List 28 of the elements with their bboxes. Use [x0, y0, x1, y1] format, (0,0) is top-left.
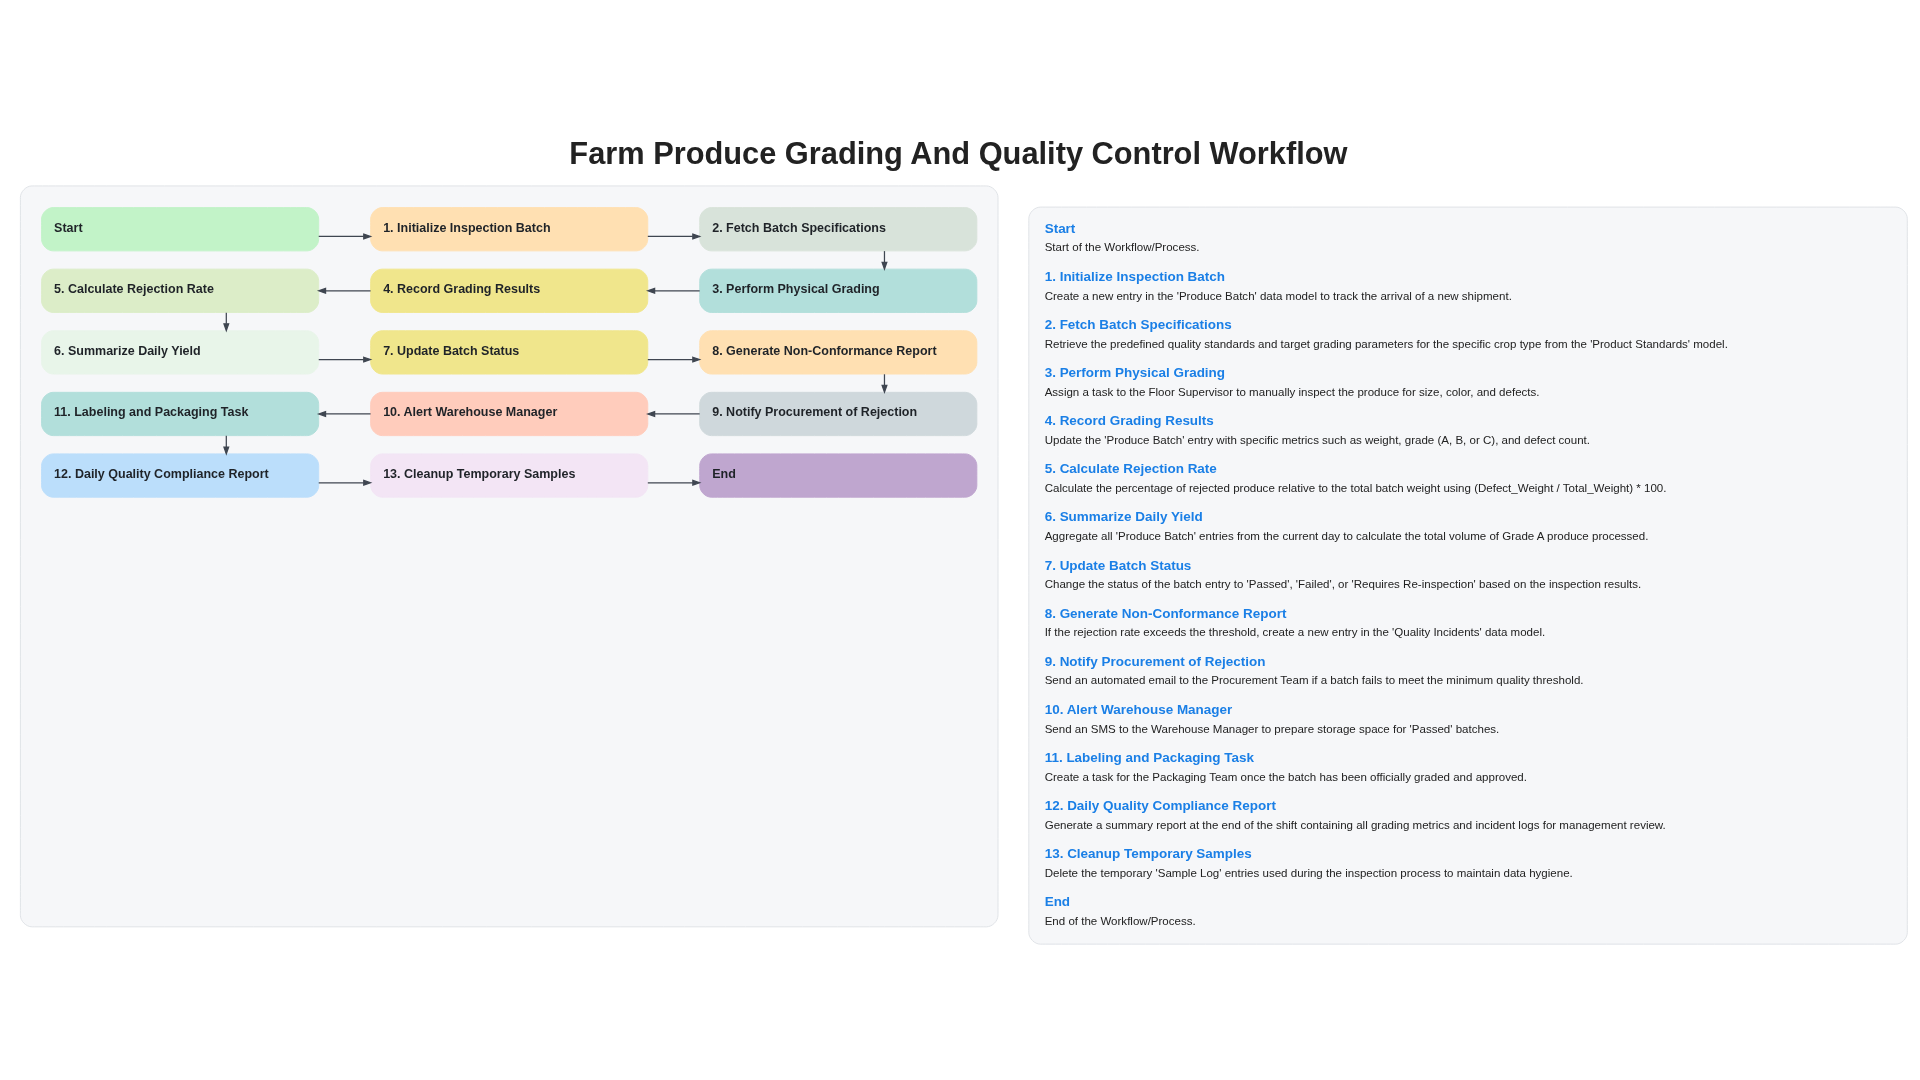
node-box: 9. Notify Procurement of Rejection — [699, 391, 978, 436]
arrow — [646, 410, 701, 417]
node-box: 3. Perform Physical Grading — [699, 268, 978, 313]
node-box: 12. Daily Quality Compliance Report — [41, 452, 320, 498]
cluster — [19, 184, 999, 927]
node-box: Start Start of the Workflow/Process. 1. Initialize Inspection Batch Create a new entry in the 'Produce Batch' data model to track the arrival of a new shipment. 2. Fetch Batch Specifications Retrieve the predefined quality standards and target grading parameters for the specific crop type from the 'Product Standards' model. 3. Perform Physical Grading Assign a task to the Floor Supervisor to manually inspect the produce for size, color, and defects. 4. Record Grading Results Update the 'Produce Batch' entry with specific metrics such as weight, grade (A, B, or C), and defect count. 5. Calculate Rejection Rate Calculate the percentage of rejected produce relative to the total batch weight using (Defect_Weight / Total_Weight) * 100. 6. Summarize Daily Yield Aggregate all 'Produce Batch' entries from the current day to calculate the total volume of Grade A produce processed. 7. Update Batch Status Change the status of the batch entry to 'Passed', 'Failed', or 'Requires Re-inspection' based on the inspection results. 8. Generate Non-Conformance Report If the rejection rate exceeds the threshold, create a new entry in the 'Quality Incidents' data model. 9. Notify Procurement of Rejection Send an automated email to the Procurement Team if a batch fails to meet the minimum quality threshold. 10. Alert Warehouse Manager Send an SMS to the Warehouse Manager to prepare storage space for 'Passed' batches. 11. Labeling and Packaging Task Create a task for the Packaging Team once the batch has been officially graded and approved. 12. Daily Quality Compliance Report Generate a summary report at the end of the shift containing all grading metrics and incident logs for management review. 13. Cleanup Temporary Samples Delete the temporary 'Sample Log' entries used during the inspection process to maintain data hygiene. End End of the Workflow/Process. — [1028, 206, 1908, 945]
arrow — [316, 410, 372, 417]
node-box: Start — [41, 206, 320, 251]
node-box: 11. Labeling and Packaging Task — [41, 391, 320, 436]
node-box: 2. Fetch Batch Specifications — [699, 206, 978, 251]
arrow — [318, 232, 373, 240]
arrow — [316, 287, 372, 294]
diagram-title: Farm Produce Grading And Quality Control Workflow — [569, 135, 1348, 171]
arrow — [647, 232, 702, 240]
arrow — [647, 479, 702, 486]
arrow — [318, 479, 373, 486]
node-box: 10. Alert Warehouse Manager — [370, 391, 649, 436]
node-box: 1. Initialize Inspection Batch — [370, 206, 649, 251]
arrow — [318, 355, 373, 363]
node-box: 7. Update Batch Status — [370, 329, 649, 375]
node-box: 5. Calculate Rejection Rate — [41, 268, 320, 313]
node-box: 13. Cleanup Temporary Samples — [370, 452, 649, 498]
node-box: 8. Generate Non-Conformance Report — [699, 329, 978, 375]
arrow — [647, 355, 702, 363]
node-box: 6. Summarize Daily Yield — [41, 329, 320, 375]
node-box: 4. Record Grading Results — [370, 268, 649, 313]
arrow — [646, 287, 701, 294]
node-box: End — [699, 452, 978, 498]
